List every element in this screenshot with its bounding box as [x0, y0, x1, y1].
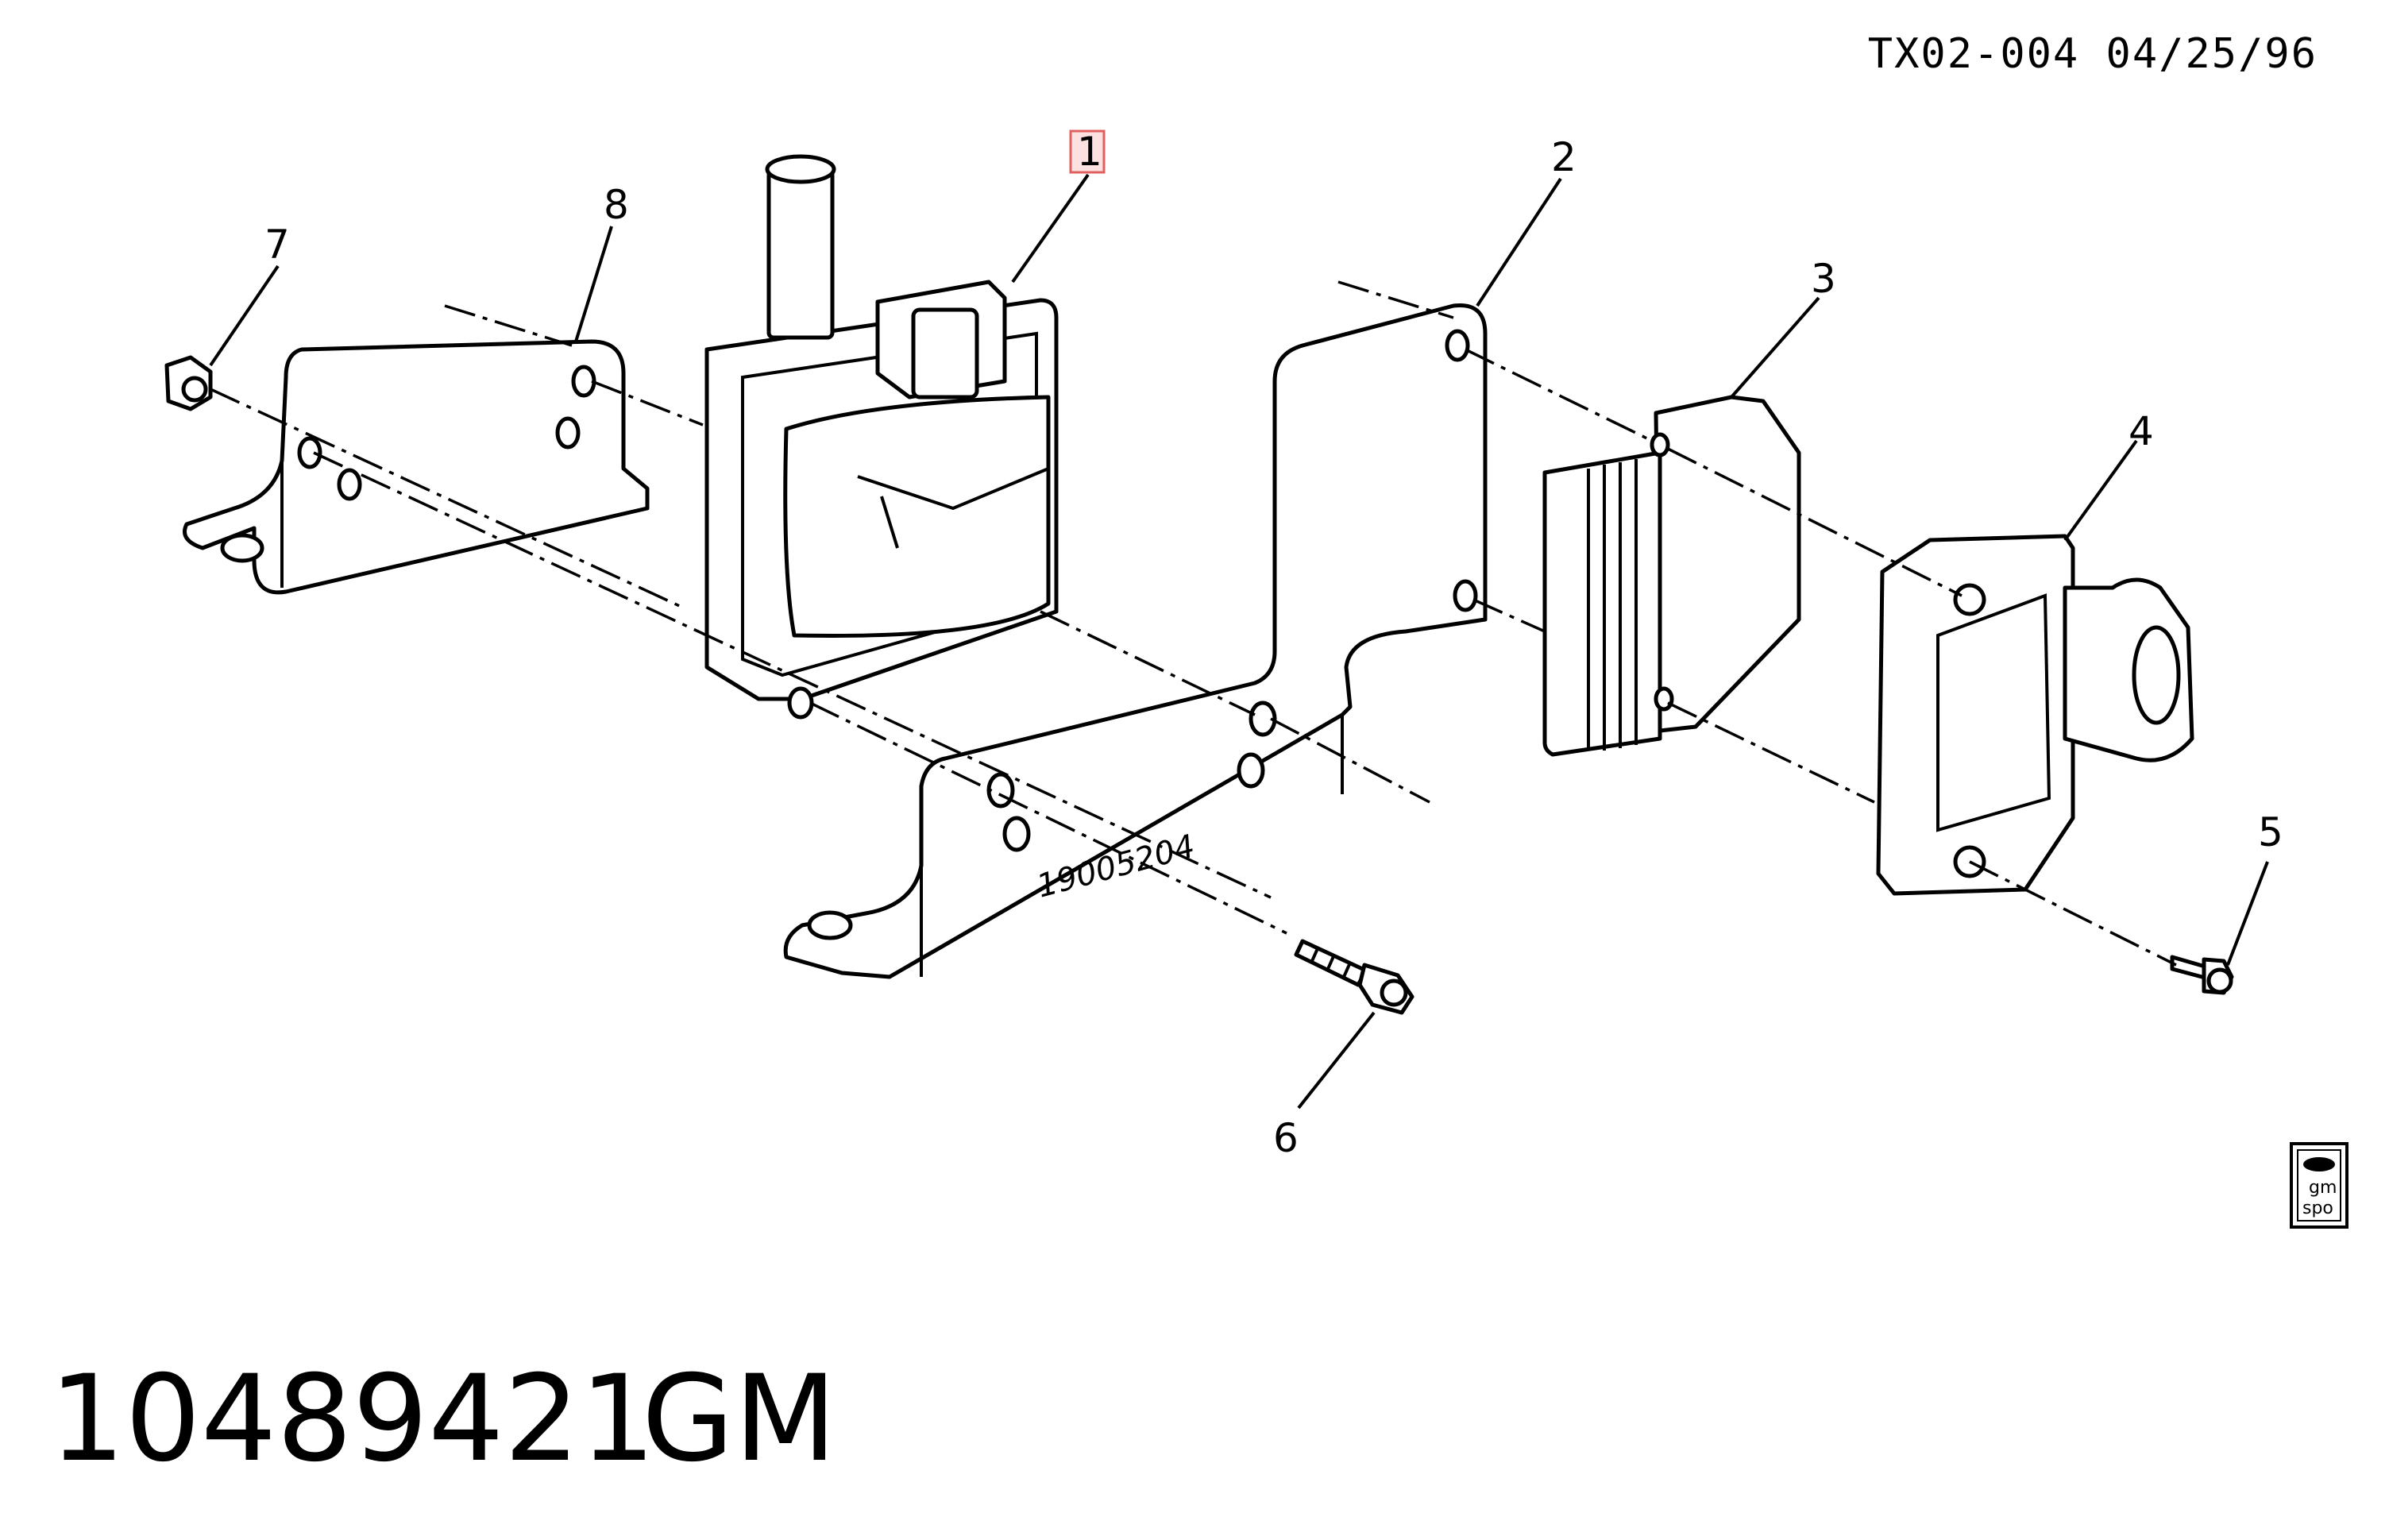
leader-lines — [209, 173, 2269, 1110]
small-mounting-bracket — [183, 339, 650, 595]
logo-line-1: gm — [2309, 1178, 2337, 1198]
heat-sink-spacer — [1542, 395, 1801, 757]
part-number: 10489421 — [49, 1350, 656, 1488]
module-screw — [2170, 955, 2234, 995]
ignition-coil — [704, 154, 1059, 720]
brand-name: GM — [642, 1350, 837, 1488]
callout-7: 7 — [264, 222, 290, 268]
callout-1: 1 — [1077, 129, 1102, 175]
callout-4: 4 — [2128, 408, 2154, 454]
flange-nut — [164, 355, 213, 411]
callout-5: 5 — [2258, 809, 2283, 855]
callout-6: 6 — [1273, 1115, 1299, 1161]
callouts: 1 2 3 4 5 6 7 8 — [264, 129, 2283, 1161]
ignition-control-module — [1876, 534, 2194, 896]
reference-code: TX02-004 04/25/96 — [1867, 30, 2318, 78]
logo-line-2: spo — [2302, 1198, 2333, 1218]
alignment-lines — [210, 280, 2177, 967]
callout-3: 3 — [1811, 256, 1836, 302]
selected-callout-highlight — [1069, 129, 1106, 174]
gm-spo-logo: gm spo — [2290, 1142, 2348, 1229]
callout-8: 8 — [604, 182, 629, 228]
mounting-bolt — [1294, 939, 1414, 1015]
callout-2: 2 — [1551, 134, 1577, 180]
